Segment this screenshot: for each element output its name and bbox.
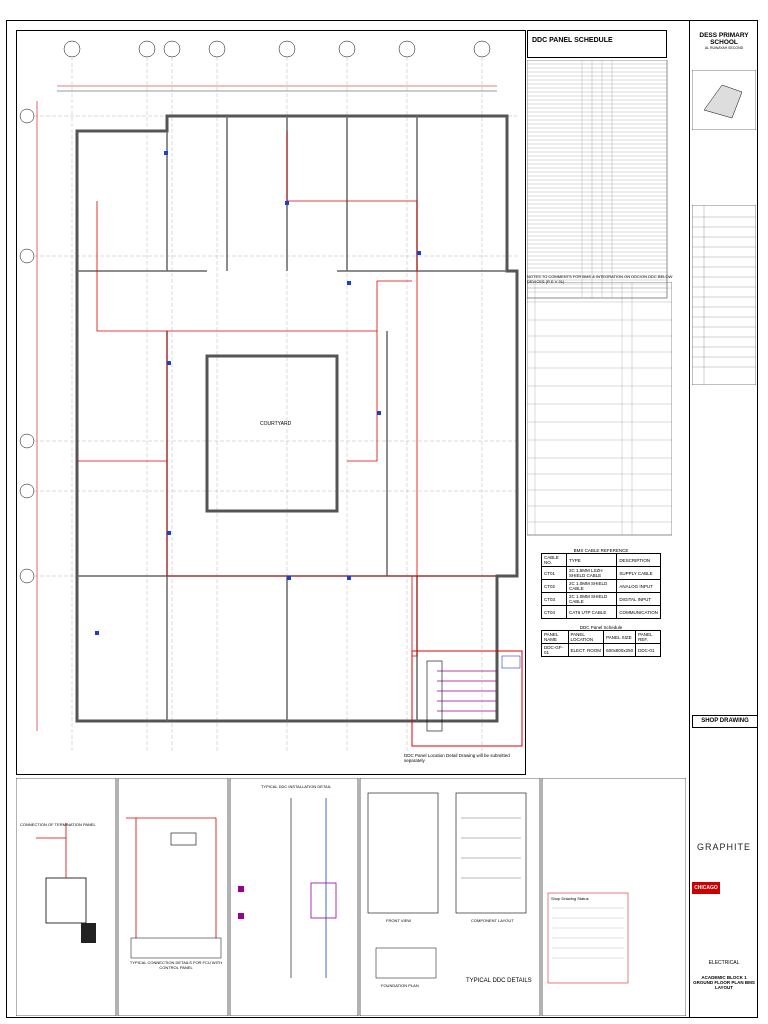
component-layout-label: COMPONENT LAYOUT	[471, 918, 514, 923]
foundation-plan-label: FOUNDATION PLAN	[381, 983, 419, 988]
cable-no: CT04	[540, 605, 568, 619]
ddc-header: PANEL REF.	[635, 630, 661, 644]
plan-note: DDC Panel Location Detail Drawing will b…	[404, 753, 510, 763]
cable-type: CAT6 UTP CABLE	[566, 605, 618, 619]
shop-drawing-label: SHOP DRAWING	[692, 715, 758, 728]
floor-plan-drawing	[19, 40, 523, 751]
legend-table	[692, 205, 756, 385]
table-row: CT01 2C 1.5MM LSZH SHIELD CABLE SUPPLY C…	[540, 566, 661, 580]
ddc-schedule-title: DDC Panel Schedule	[579, 625, 623, 630]
cable-title: BMS CABLE REFERENCE	[573, 548, 629, 553]
ddc-header: PANEL NAME	[541, 630, 569, 644]
cable-no: CT01	[540, 566, 568, 580]
cable-desc: SUPPLY CABLE	[616, 566, 661, 580]
cable-no: CT03	[540, 592, 568, 606]
cable-header: DESCRIPTION	[616, 553, 661, 567]
company-logo: GRAPHITE	[696, 842, 751, 852]
ddc-cell: DDC-01	[635, 643, 661, 657]
front-view-label: FRONT VIEW	[386, 918, 412, 923]
cable-desc: ANALOG INPUT	[616, 579, 661, 593]
cable-no: CT02	[540, 579, 568, 593]
cable-desc: COMMUNICATION	[616, 605, 661, 619]
floor-plan: DDC Panel Location Detail Drawing will b…	[16, 30, 526, 775]
ddc-header: PANEL SIZE	[603, 630, 637, 644]
detail-3-title: TYPICAL DDC INSTALLATION DETAIL	[260, 784, 332, 789]
detail-2-title: TYPICAL CONNECTION DETAILS FOR FCU WITH …	[129, 960, 223, 970]
shop-drawing-status: Shop Drawing Status	[551, 896, 589, 901]
ddc-panel-schedule: DDC PANEL SCHEDULE	[527, 30, 687, 775]
key-plan	[692, 70, 756, 130]
chicago-logo: CHICAGO	[692, 882, 720, 894]
sheet-title: ACADEMIC BLOCK 1 GROUND FLOOR PLAN BMS L…	[693, 975, 755, 990]
cable-type: 2C 1.0MM SHIELD CABLE	[566, 592, 618, 606]
discipline: ELECTRICAL	[708, 960, 740, 966]
table-row: DDC-GF-01 ELECT. ROOM 600x800x250 DDC-01	[541, 643, 661, 657]
cable-header: TYPE	[566, 553, 618, 567]
table-row: CT03 2C 1.0MM SHIELD CABLE DIGITAL INPUT	[540, 592, 661, 606]
school-name: DESS PRIMARY SCHOOL	[699, 32, 749, 46]
table-row: CT02 2C 1.0MM SHIELD CABLE ANALOG INPUT	[540, 579, 661, 593]
cable-table: CABLE NO. TYPE DESCRIPTION CT01 2C 1.5MM…	[540, 553, 661, 619]
ddc-header: PANEL LOCATION	[567, 630, 605, 644]
io-schedule-table	[527, 60, 668, 299]
schedule-title: DDC PANEL SCHEDULE	[532, 37, 613, 44]
table-row: CT04 CAT6 UTP CABLE COMMUNICATION	[540, 605, 661, 619]
cable-header: CABLE NO.	[540, 553, 568, 567]
notes-title: NOTES TO COMMENTS FOR BMS & INTEGRATION …	[527, 274, 673, 284]
sheet-border	[6, 20, 758, 1018]
details-row: CONNECTION OF TERMINATION PANEL TYPICAL …	[15, 777, 687, 1017]
title-block: DESS PRIMARY SCHOOL AL RUWAYAH SECOND SH…	[689, 20, 758, 1018]
courtyard-label: COURTYARD	[260, 421, 292, 427]
ddc-table: PANEL NAME PANEL LOCATION PANEL SIZE PAN…	[541, 630, 661, 657]
notes-table	[527, 282, 672, 536]
ddc-cell: 600x800x250	[603, 643, 637, 657]
school-subtitle: AL RUWAYAH SECOND	[704, 46, 744, 50]
ddc-cell: DDC-GF-01	[541, 643, 569, 657]
cable-type: 2C 1.5MM LSZH SHIELD CABLE	[566, 566, 618, 580]
detail-1-title: CONNECTION OF TERMINATION PANEL	[20, 822, 96, 827]
bms-cable-reference: BMS CABLE REFERENCE CABLE NO. TYPE DESCR…	[540, 548, 661, 657]
cable-desc: DIGITAL INPUT	[616, 592, 661, 606]
typical-ddc-title: TYPICAL DDC DETAILS	[466, 978, 532, 984]
cable-type: 2C 1.0MM SHIELD CABLE	[566, 579, 618, 593]
ddc-cell: ELECT. ROOM	[567, 643, 605, 657]
